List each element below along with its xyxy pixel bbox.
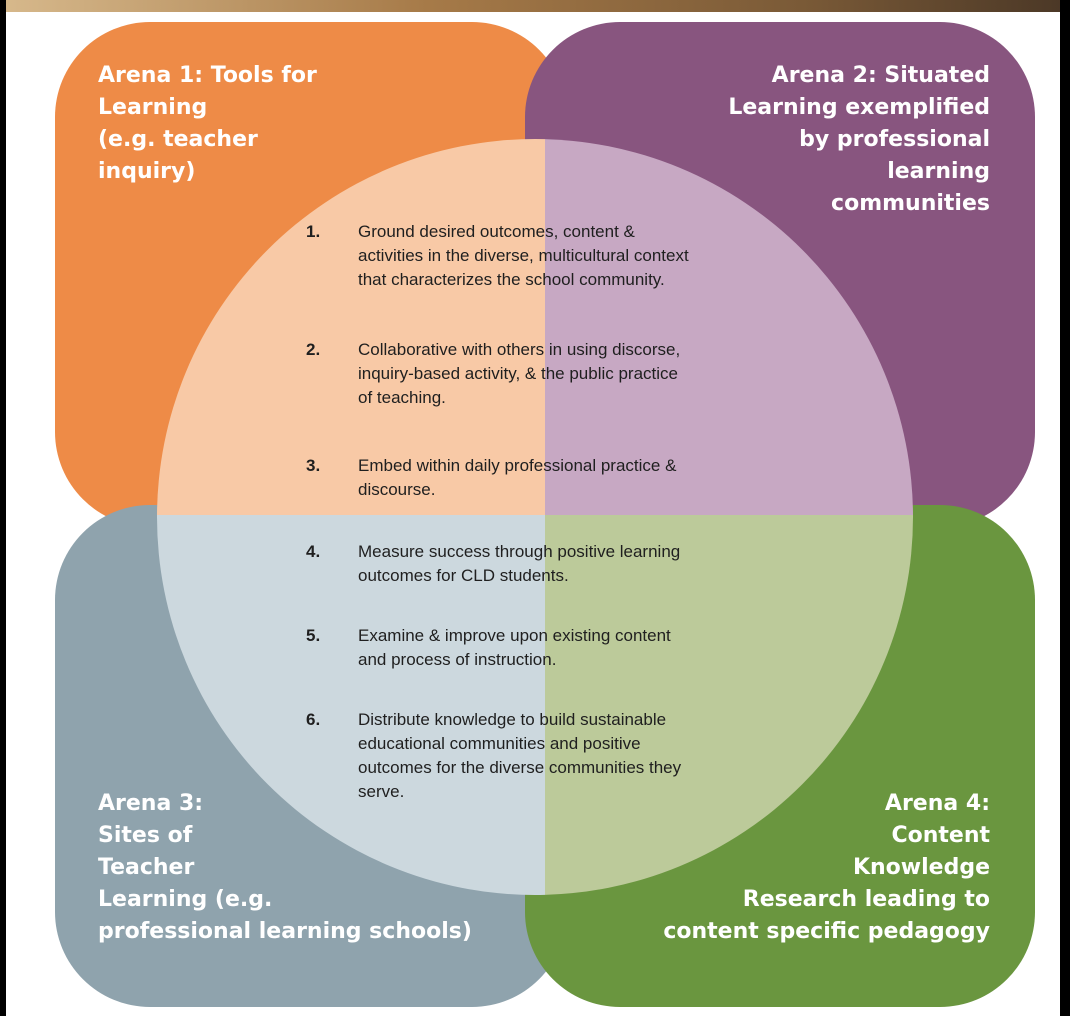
center-circle-bottom-left (157, 515, 545, 895)
item-number: 4. (306, 542, 321, 561)
item-text-line: outcomes for CLD students. (358, 566, 569, 585)
arena-2-label: Arena 2: Situated Learning exemplified b… (640, 60, 990, 220)
item-number: 3. (306, 456, 321, 475)
item-text-line: discourse. (358, 480, 436, 499)
arena-1-line: Learning (98, 95, 208, 120)
center-circle-top-right (545, 139, 913, 515)
item-text-line: activities in the diverse, multicultural… (358, 246, 689, 265)
item-text-line: serve. (358, 782, 405, 801)
arena-2-line: Arena 2: Situated (771, 63, 990, 88)
list-item: 6. Distribute knowledge to build sustain… (306, 708, 681, 804)
item-number: 5. (306, 626, 321, 645)
arena-1-line: inquiry) (98, 159, 196, 184)
item-text-line: Measure success through positive learnin… (358, 542, 681, 561)
item-text-line: Distribute knowledge to build sustainabl… (358, 710, 667, 729)
arena-3-line: Learning (e.g. (98, 887, 273, 912)
arena-3-line: Teacher (98, 855, 195, 880)
arena-3-line: Arena 3: (98, 791, 204, 816)
item-text-line: educational communities and positive (358, 734, 641, 753)
left-border (0, 0, 6, 1016)
top-photo-strip (0, 0, 1070, 12)
item-text-line: that characterizes the school community. (358, 270, 665, 289)
item-text-line: of teaching. (358, 388, 446, 407)
item-text-line: Embed within daily professional practice… (358, 456, 677, 475)
arena-2-line: communities (831, 191, 990, 216)
list-item: 2. Collaborative with others in using di… (306, 338, 680, 410)
arena-1-label: Arena 1: Tools for Learning (e.g. teache… (98, 60, 398, 188)
arena-4-line: content specific pedagogy (663, 919, 990, 944)
arena-4-line: Knowledge (852, 855, 990, 880)
list-item: 4. Measure success through positive lear… (306, 540, 680, 588)
item-text-line: Ground desired outcomes, content & (358, 222, 635, 241)
item-number: 1. (306, 222, 321, 241)
item-number: 6. (306, 710, 321, 729)
center-circle-bottom-right (545, 515, 913, 895)
item-number: 2. (306, 340, 321, 359)
item-text-line: Collaborative with others in using disco… (358, 340, 681, 359)
arena-2-line: learning (887, 159, 990, 184)
item-text-line: Examine & improve upon existing content (358, 626, 671, 645)
arena-2-line: Learning exemplified (728, 95, 990, 120)
arena-3-label: Arena 3: Sites of Teacher Learning (e.g.… (98, 788, 518, 948)
list-item: 3. Embed within daily professional pract… (306, 454, 676, 502)
arena-4-label: Arena 4: Content Knowledge Research lead… (560, 788, 990, 948)
arena-4-line: Content (891, 823, 990, 848)
arena-3-line: professional learning schools) (98, 919, 472, 944)
list-item: 5. Examine & improve upon existing conte… (306, 624, 671, 672)
arena-4-line: Research leading to (742, 887, 990, 912)
arena-1-line: (e.g. teacher (98, 127, 258, 152)
arena-3-line: Sites of (98, 823, 193, 848)
arena-2-line: by professional (799, 127, 990, 152)
center-circle-top-left (157, 139, 545, 515)
arena-4-line: Arena 4: (884, 791, 990, 816)
item-text-line: and process of instruction. (358, 650, 557, 669)
item-text-line: outcomes for the diverse communities the… (358, 758, 682, 777)
right-border (1060, 0, 1070, 1016)
item-text-line: inquiry-based activity, & the public pra… (358, 364, 679, 383)
list-item: 1. Ground desired outcomes, content & ac… (306, 220, 689, 292)
arena-1-line: Arena 1: Tools for (98, 63, 317, 88)
